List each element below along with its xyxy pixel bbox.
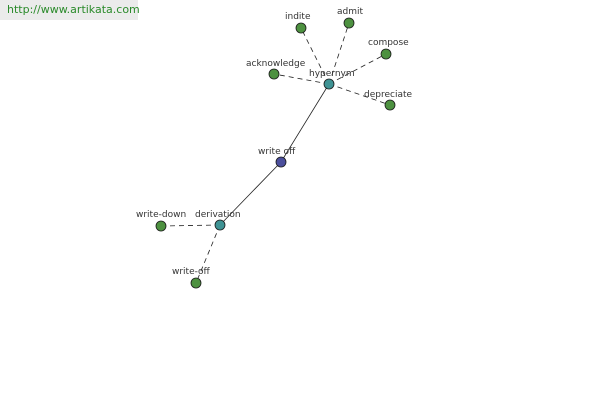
edge-derivation-write_off2	[195, 224, 221, 284]
label-write_down: write-down	[136, 210, 186, 220]
label-write_off2: write-off	[172, 267, 211, 277]
graph-labels: indite admit compose acknowledge depreciate w…	[136, 7, 412, 277]
node-indite[interactable]	[295, 22, 307, 34]
graph-edges	[160, 22, 391, 284]
edge-hypernym-depreciate	[328, 83, 391, 106]
node-hypernym[interactable]	[323, 78, 335, 90]
node-write_off2[interactable]	[190, 277, 202, 289]
label-write_off: write off	[258, 147, 296, 157]
node-compose[interactable]	[380, 48, 392, 60]
node-derivation[interactable]	[214, 219, 226, 231]
label-acknowledge: acknowledge	[246, 59, 306, 69]
label-compose: compose	[368, 38, 409, 48]
edge-write_off-hypernym	[280, 83, 330, 163]
label-hypernym: hypernym	[309, 69, 355, 79]
edge-hypernym-compose	[328, 53, 387, 85]
label-admit: admit	[337, 7, 363, 17]
edge-write_off-derivation	[219, 161, 282, 226]
node-write_off[interactable]	[275, 156, 287, 168]
node-acknowledge[interactable]	[268, 68, 280, 80]
label-indite: indite	[285, 12, 311, 22]
edge-hypernym-indite	[300, 27, 330, 85]
edge-derivation-write_down	[160, 224, 221, 227]
node-admit[interactable]	[343, 17, 355, 29]
node-write_down[interactable]	[155, 220, 167, 232]
label-depreciate: depreciate	[364, 90, 412, 100]
source-url[interactable]: http://www.artikata.com	[0, 0, 140, 20]
graph-nodes	[155, 17, 396, 289]
edge-hypernym-admit	[328, 22, 350, 85]
edge-hypernym-acknowledge	[273, 73, 330, 85]
label-derivation: derivation	[195, 210, 241, 220]
node-depreciate[interactable]	[384, 99, 396, 111]
